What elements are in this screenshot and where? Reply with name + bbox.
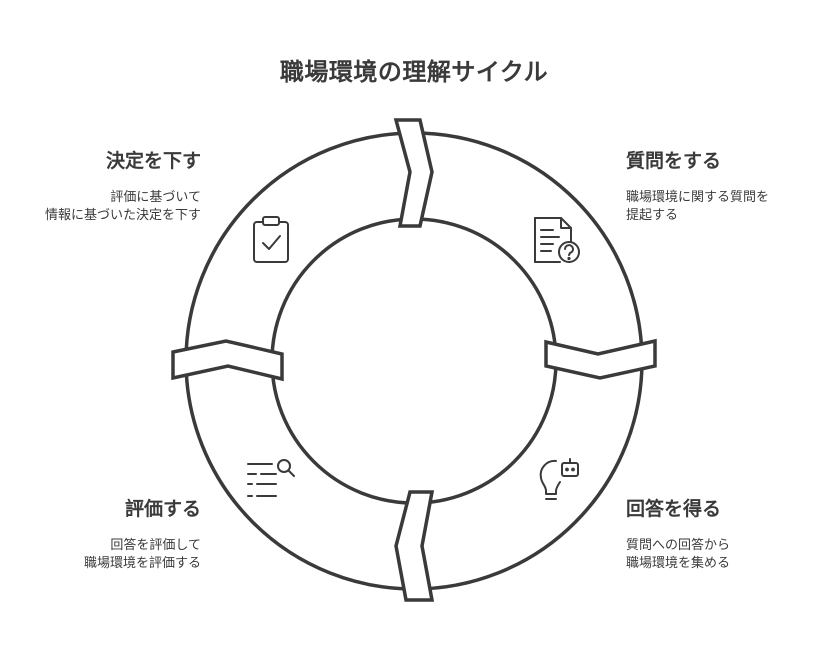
stage-ask-desc-line: 提起する [626, 208, 679, 223]
separator-bottom [394, 490, 435, 602]
stage-ask: 質問をする 職場環境に関する質問を 提起する [626, 146, 828, 225]
stage-evaluate-heading: 評価する [124, 498, 201, 520]
stage-decide-desc-line: 評価に基づいて [110, 190, 201, 205]
stage-answer-desc-line: 質問への回答から [626, 538, 731, 553]
stage-answer: 回答を得る 質問への回答から 職場環境を集める [626, 494, 828, 573]
separator-right [544, 338, 657, 380]
clipboard-check-icon [253, 216, 289, 263]
stage-decide-description: 評価に基づいて 情報に基づいた決定を下す [0, 189, 201, 225]
stage-ask-description: 職場環境に関する質問を 提起する [626, 189, 828, 225]
stage-ask-desc-line: 職場環境に関する質問を [626, 190, 770, 205]
stage-evaluate: 評価する 回答を評価して 職場環境を評価する [0, 494, 201, 573]
document-question-icon [534, 217, 580, 263]
stage-decide-desc-line: 情報に基づいた決定を下す [44, 208, 201, 223]
stage-decide: 決定を下す 評価に基づいて 情報に基づいた決定を下す [0, 146, 201, 225]
lightbulb-bot-icon [539, 458, 579, 500]
stage-evaluate-desc-line: 職場環境を評価する [83, 556, 201, 571]
stage-answer-desc-line: 職場環境を集める [626, 556, 731, 571]
diagram-title: 職場環境の理解サイクル [279, 58, 549, 86]
list-search-icon [247, 459, 295, 497]
separator-left [171, 339, 284, 382]
stage-answer-description: 質問への回答から 職場環境を集める [626, 537, 828, 573]
separator-top [393, 118, 434, 228]
stage-answer-heading: 回答を得る [626, 498, 722, 520]
stage-evaluate-desc-line: 回答を評価して [110, 538, 201, 553]
stage-ask-heading: 質問をする [626, 150, 722, 172]
stage-evaluate-description: 回答を評価して 職場環境を評価する [0, 537, 201, 573]
stage-decide-heading: 決定を下す [105, 150, 201, 172]
